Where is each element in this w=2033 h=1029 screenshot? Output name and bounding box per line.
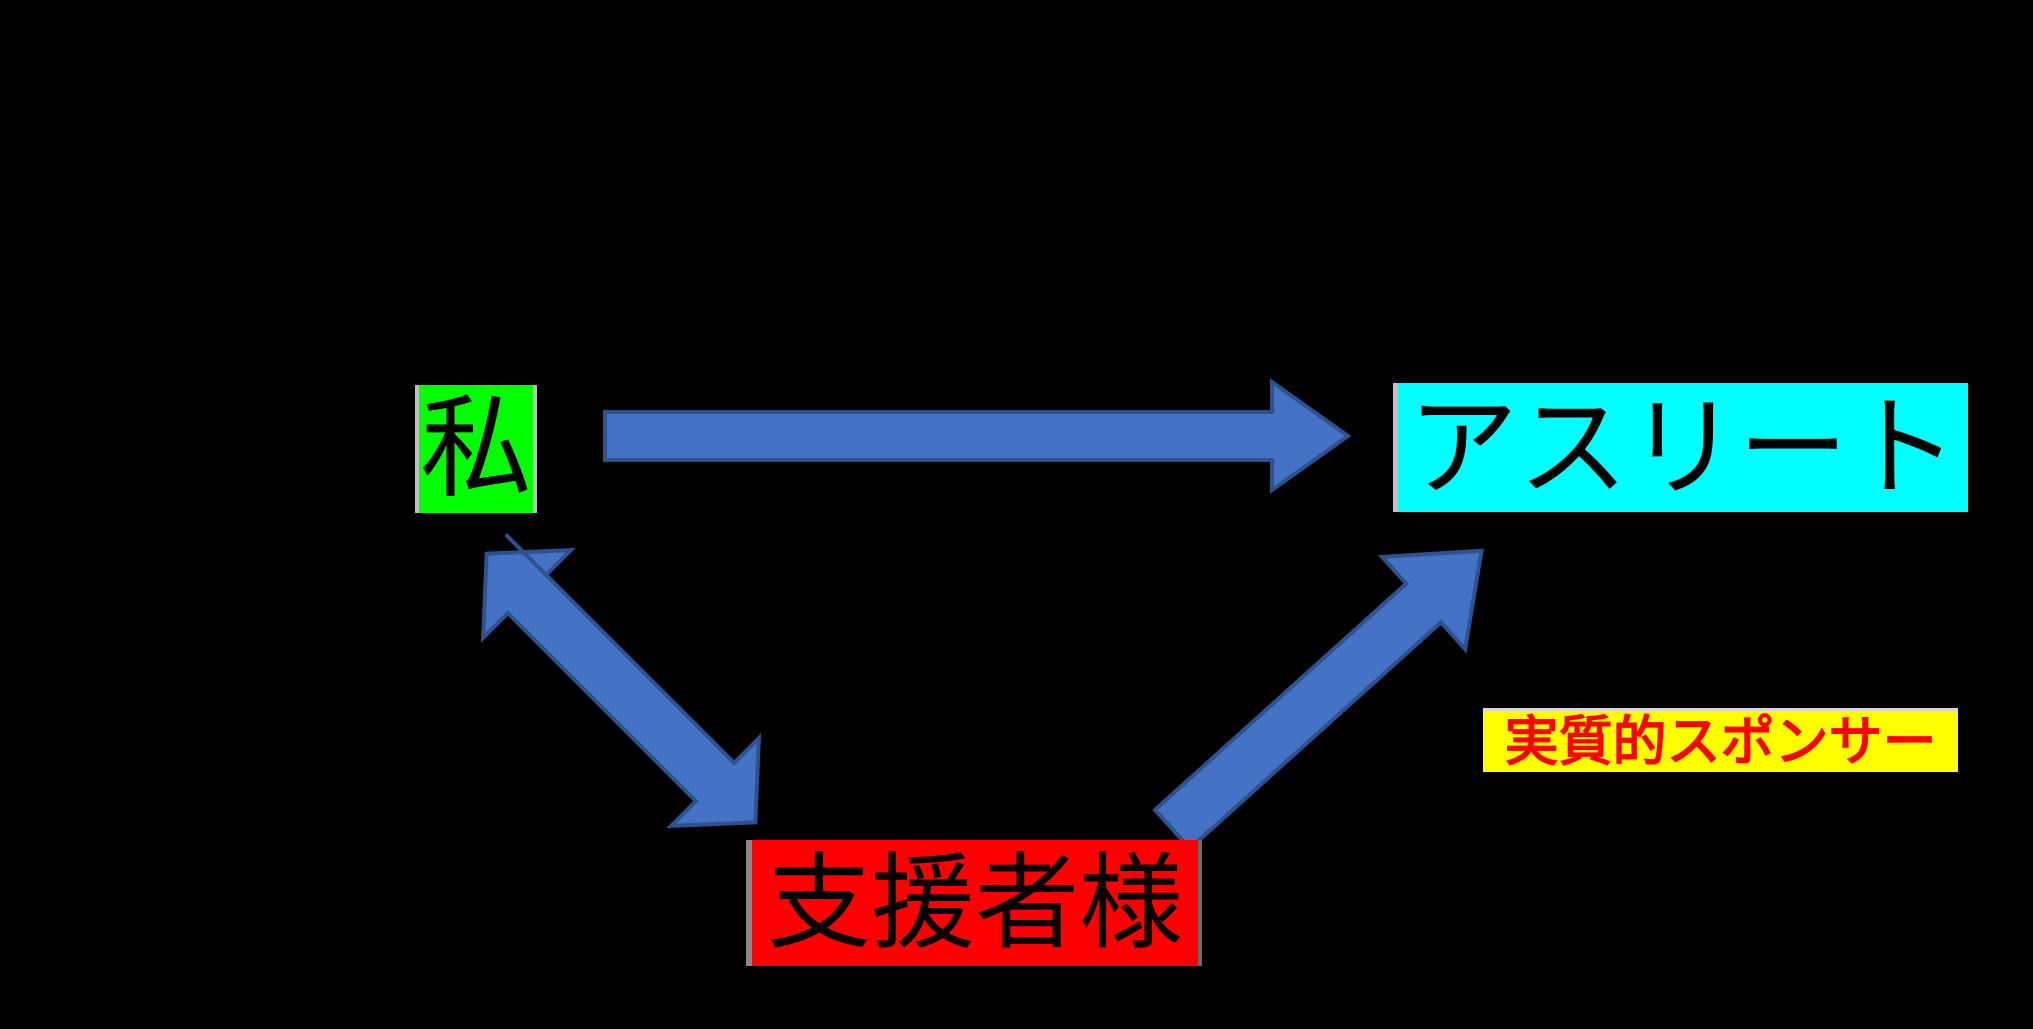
arrow-me-supporter bbox=[480, 533, 762, 829]
node-supporter-label: 支援者様 bbox=[766, 842, 1183, 964]
node-supporter[interactable]: 支援者様 bbox=[746, 840, 1202, 966]
node-sponsor-annotation[interactable]: 実質的スポンサー bbox=[1483, 708, 1958, 772]
node-sponsor-annotation-label: 実質的スポンサー bbox=[1504, 709, 1937, 773]
arrow-supporter-to-athlete bbox=[1152, 548, 1484, 852]
node-athlete[interactable]: アスリート bbox=[1393, 383, 1968, 512]
node-athlete-label: アスリート bbox=[1408, 383, 1958, 512]
node-me-label: 私 bbox=[420, 384, 532, 514]
arrow-me-to-athlete bbox=[603, 378, 1352, 494]
node-me[interactable]: 私 bbox=[415, 385, 537, 513]
